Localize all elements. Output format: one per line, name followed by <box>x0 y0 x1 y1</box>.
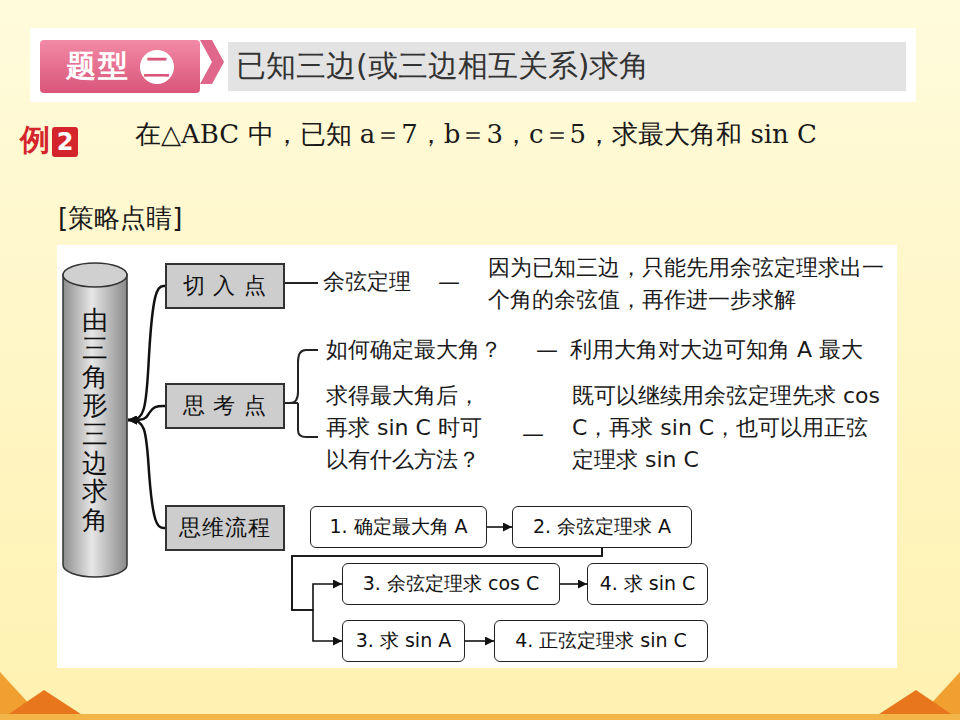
leader-line <box>306 350 318 437</box>
cylinder-body <box>63 274 127 577</box>
question: 求得最大角后，再求 sin C 时可以有什么方法？ <box>326 380 498 476</box>
node-text: 切 入 点 <box>183 273 268 298</box>
node-text: 由三角形三边求角 <box>82 306 108 535</box>
brace <box>285 350 306 437</box>
aspect-box: 思 考 点 <box>165 383 285 429</box>
node-text: 题型 <box>66 48 130 83</box>
title-band: 已知三边(或三边相互关系)求角 <box>228 42 906 91</box>
node-text: 4. 正弦定理求 sin C <box>515 629 687 651</box>
connector <box>487 526 512 528</box>
header-chevron <box>200 40 224 84</box>
topic-cylinder: 由三角形三边求角 <box>62 262 128 578</box>
node-text: 2 <box>52 127 78 157</box>
node-content: 4. 求 sin C <box>600 571 696 597</box>
connector <box>560 583 587 585</box>
step-box: 4. 求 sin C <box>587 563 708 605</box>
node-content: 例2 <box>20 120 78 161</box>
problem-text: 在△ABC 中，已知 a＝7，b＝3，c＝5，求最大角和 sin C <box>135 116 817 154</box>
node-text: 3. 求 sin A <box>356 629 451 651</box>
connector <box>128 420 165 528</box>
connector <box>465 640 494 642</box>
connector <box>128 286 165 420</box>
node-content: 4. 正弦定理求 sin C <box>515 628 687 654</box>
example-badge: 例2 <box>20 114 110 167</box>
step-box: 4. 正弦定理求 sin C <box>494 620 708 662</box>
bottom-bar <box>0 714 960 720</box>
header-panel <box>30 28 916 102</box>
node-text: 3. 余弦定理求 cos C <box>363 572 539 594</box>
node-content: 由三角形三边求角 <box>82 306 108 535</box>
key-point: 余弦定理 <box>323 266 411 298</box>
step-box: 3. 余弦定理求 cos C <box>342 563 560 605</box>
node-text: 4. 求 sin C <box>600 572 696 594</box>
node-text: 二 <box>140 50 174 84</box>
step-box: 2. 余弦定理求 A <box>512 506 692 548</box>
explanation: 因为已知三边，只能先用余弦定理求出一个角的余弦值，再作进一步求解 <box>488 252 903 316</box>
dash: — <box>536 334 558 366</box>
cylinder-top <box>63 263 127 287</box>
node-content: 题型二 <box>66 46 174 87</box>
node-content: 切 入 点 <box>183 271 268 301</box>
dash: — <box>438 266 460 298</box>
node-text: 思 考 点 <box>183 393 268 418</box>
connector <box>292 548 602 610</box>
step-box: 1. 确定最大角 A <box>310 506 487 548</box>
node-content: 已知三边(或三边相互关系)求角 <box>236 46 649 87</box>
node-content: 3. 余弦定理求 cos C <box>363 571 539 597</box>
node-text: 2. 余弦定理求 A <box>533 515 671 537</box>
node-text: 1. 确定最大角 A <box>329 515 467 537</box>
aspect-box: 切 入 点 <box>165 263 285 309</box>
node-content: 思维流程 <box>179 513 271 543</box>
node-text: 已知三边(或三边相互关系)求角 <box>236 48 649 83</box>
node-content: 思 考 点 <box>183 391 268 421</box>
aspect-box: 思维流程 <box>165 505 285 551</box>
node-content: 1. 确定最大角 A <box>329 514 467 540</box>
type-badge: 题型二 <box>40 40 200 93</box>
dash: — <box>522 418 544 450</box>
leader-line <box>285 282 318 284</box>
node-text: 例 <box>20 122 50 157</box>
connector <box>128 406 165 420</box>
step-box: 3. 求 sin A <box>342 620 465 662</box>
question: 如何确定最大角？ <box>326 334 502 366</box>
answer: 既可以继续用余弦定理先求 cos C，再求 sin C，也可以用正弦定理求 si… <box>572 380 890 476</box>
answer: 利用大角对大边可知角 A 最大 <box>570 334 863 366</box>
section-heading: [策略点睛] <box>58 200 182 238</box>
node-text: 思维流程 <box>179 515 271 540</box>
node-content: 3. 求 sin A <box>356 628 451 654</box>
node-content: 2. 余弦定理求 A <box>533 514 671 540</box>
